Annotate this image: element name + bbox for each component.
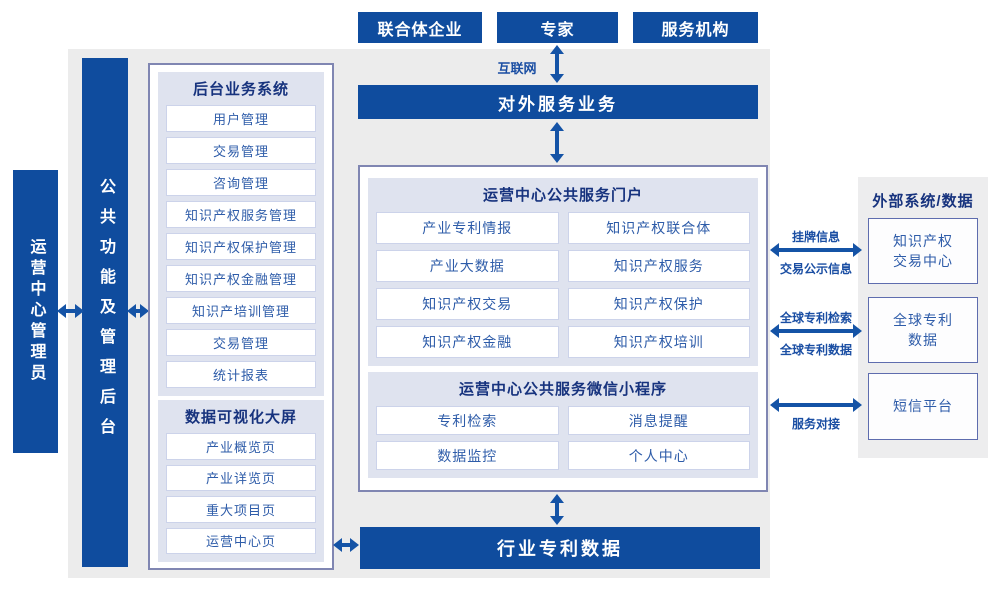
miniprogram-item: 消息提醒 <box>567 406 750 435</box>
system-label-line: 全球专利 <box>893 311 953 328</box>
system-label-line: 交易中心 <box>893 253 953 269</box>
miniprogram-title: 运营中心公共服务微信小程序 <box>458 381 667 398</box>
portal-item: 知识产权保护 <box>567 288 750 320</box>
back-office-item: 交易管理 <box>166 137 316 164</box>
dashboard-title: 数据可视化大屏 <box>184 409 297 426</box>
connector-label-patent-bottom: 全球专利数据 <box>779 343 852 357</box>
portal-item: 知识产权交易 <box>376 288 559 320</box>
back-office-item: 知识产权服务管理 <box>166 201 316 228</box>
portal-item: 产业大数据 <box>376 250 559 282</box>
double-arrow-admin-backoffice <box>127 304 149 318</box>
dashboard-item: 产业概览页 <box>166 433 316 460</box>
double-arrow-patent <box>770 324 862 338</box>
dashboard-list: 产业概览页 产业详览页 重大项目页 运营中心页 <box>166 433 316 554</box>
dashboard-item: 运营中心页 <box>166 527 316 554</box>
portal-item: 知识产权联合体 <box>567 212 750 244</box>
double-arrow-banner-portal <box>550 122 564 163</box>
back-office-item: 知识产培训管理 <box>166 297 316 324</box>
external-system-sms: 短信平台 <box>868 373 978 440</box>
portal-item: 知识产权金融 <box>376 326 559 358</box>
external-system-global-patent: 全球专利 数据 <box>868 297 978 363</box>
dashboard-panel: 数据可视化大屏 产业概览页 产业详览页 重大项目页 运营中心页 <box>158 400 324 562</box>
actor-box-consortium: 联合体企业 <box>358 12 482 43</box>
double-arrow-service <box>770 398 862 412</box>
portal-title: 运营中心公共服务门户 <box>482 187 643 204</box>
admin-backend-bar: 公共功能及管理后台 <box>82 58 128 567</box>
portal-item: 知识产权服务 <box>567 250 750 282</box>
connector-label-listing-bottom: 交易公示信息 <box>779 262 852 276</box>
miniprogram-grid: 专利检索 消息提醒 数据监控 个人中心 <box>376 406 750 470</box>
back-office-title: 后台业务系统 <box>192 81 289 98</box>
back-office-item: 知识产权保护管理 <box>166 233 316 260</box>
double-arrow-internet <box>550 45 564 83</box>
external-service-banner: 对外服务业务 <box>358 85 758 119</box>
connector-label-patent-top: 全球专利检索 <box>779 311 852 325</box>
double-arrow-operator-admin <box>57 304 84 318</box>
back-office-item: 咨询管理 <box>166 169 316 196</box>
back-office-item: 知识产权金融管理 <box>166 265 316 292</box>
back-office-item: 交易管理 <box>166 329 316 356</box>
internet-label: 互联网 <box>497 61 537 76</box>
miniprogram-item: 数据监控 <box>376 441 559 470</box>
portal-item: 产业专利情报 <box>376 212 559 244</box>
external-systems-title: 外部系统/数据 <box>872 193 974 210</box>
portal-grid: 产业专利情报 知识产权联合体 产业大数据 知识产权服务 知识产权交易 知识产权保… <box>376 212 750 358</box>
operator-bar: 运营中心管理员 <box>13 170 58 453</box>
double-arrow-dashboard-patentdata <box>333 538 359 552</box>
actor-box-service-orgs: 服务机构 <box>633 12 758 43</box>
actor-box-experts: 专家 <box>497 12 618 43</box>
dashboard-item: 重大项目页 <box>166 496 316 523</box>
miniprogram-panel: 运营中心公共服务微信小程序 专利检索 消息提醒 数据监控 个人中心 <box>368 372 758 478</box>
miniprogram-item: 个人中心 <box>567 441 750 470</box>
double-arrow-portal-patentdata <box>550 494 564 525</box>
system-label-line: 短信平台 <box>893 398 953 415</box>
back-office-panel: 后台业务系统 用户管理 交易管理 咨询管理 知识产权服务管理 知识产权保护管理 … <box>158 72 324 396</box>
connector-label-service-bottom: 服务对接 <box>791 417 840 431</box>
miniprogram-item: 专利检索 <box>376 406 559 435</box>
portal-panel: 运营中心公共服务门户 产业专利情报 知识产权联合体 产业大数据 知识产权服务 知… <box>368 178 758 366</box>
system-label-line: 知识产权 <box>893 232 953 249</box>
external-system-ip-exchange: 知识产权 交易中心 <box>868 218 978 284</box>
portal-item: 知识产权培训 <box>567 326 750 358</box>
back-office-item: 统计报表 <box>166 361 316 388</box>
back-office-item: 用户管理 <box>166 105 316 132</box>
double-arrow-listing <box>770 243 862 257</box>
system-label-line: 数据 <box>908 332 938 348</box>
industry-patent-banner: 行业专利数据 <box>360 527 760 569</box>
connector-label-listing-top: 挂牌信息 <box>791 230 840 244</box>
dashboard-item: 产业详览页 <box>166 464 316 491</box>
back-office-list: 用户管理 交易管理 咨询管理 知识产权服务管理 知识产权保护管理 知识产权金融管… <box>166 105 316 388</box>
